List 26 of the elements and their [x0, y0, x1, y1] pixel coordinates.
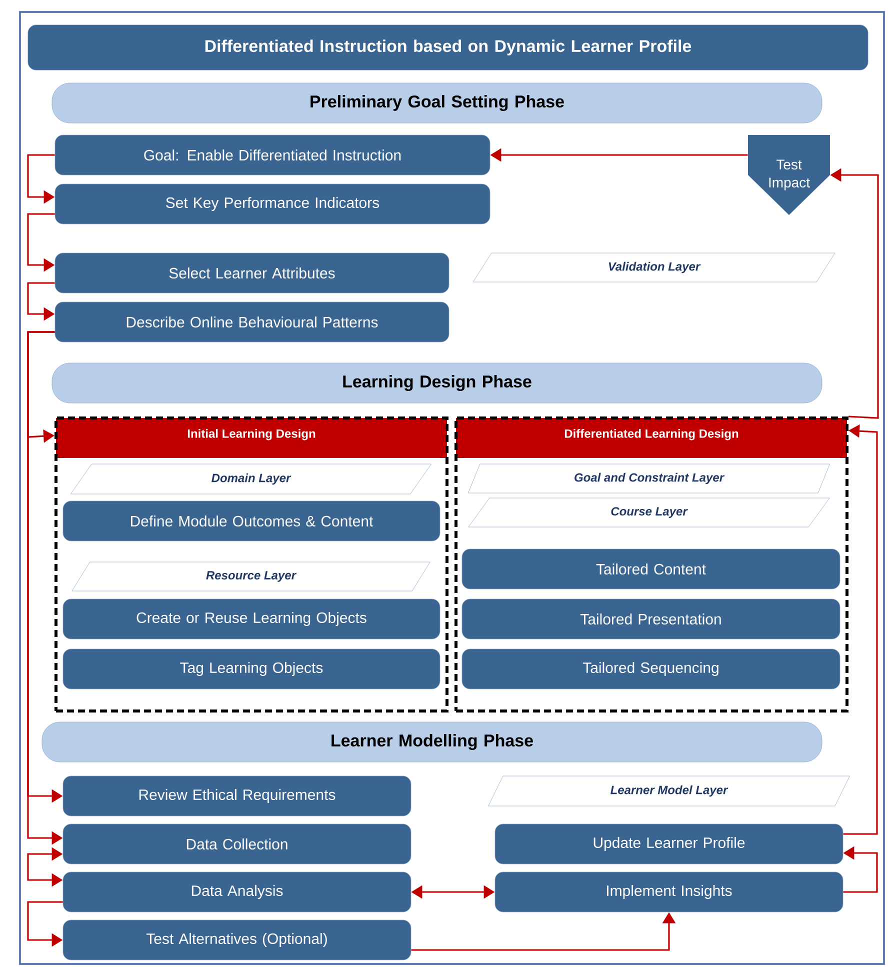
process-box: Test Alternatives (Optional): [62, 920, 412, 960]
process-box: Implement Insights: [494, 872, 844, 912]
layer-parallelogram: Domain Layer: [70, 464, 432, 494]
process-box: Tailored Content: [462, 548, 840, 590]
process-box: Data Analysis: [62, 872, 412, 912]
process-box: Create or Reuse Learning Objects: [62, 598, 440, 640]
process-box: Define Module Outcomes & Content: [62, 500, 440, 542]
process-box: Goal: Enable Differentiated Instruction: [54, 134, 490, 176]
process-box: Update Learner Profile: [494, 824, 844, 864]
layer-parallelogram: Resource Layer: [72, 562, 430, 592]
process-box: Describe Online Behavioural Patterns: [54, 302, 450, 342]
process-box: Data Collection: [62, 824, 412, 864]
process-box: Review Ethical Requirements: [62, 776, 412, 816]
process-box: Tailored Presentation: [462, 598, 840, 640]
phase-band: Learning Design Phase: [52, 362, 822, 404]
process-box: Select Learner Attributes: [54, 252, 450, 294]
process-box: Tailored Sequencing: [462, 648, 840, 690]
process-box: Tag Learning Objects: [62, 648, 440, 690]
title-banner: Differentiated Instruction based on Dynamic Learner Profile: [28, 24, 868, 70]
layer-parallelogram: Validation Layer: [472, 252, 836, 282]
phase-band: Preliminary Goal Setting Phase: [52, 82, 822, 124]
phase-band: Learner Modelling Phase: [42, 722, 822, 762]
layer-parallelogram: Course Layer: [468, 498, 830, 528]
process-box: Set Key Performance Indicators: [54, 184, 490, 224]
layer-parallelogram: Learner Model Layer: [488, 776, 850, 806]
layer-parallelogram: Goal and Constraint Layer: [468, 464, 830, 494]
